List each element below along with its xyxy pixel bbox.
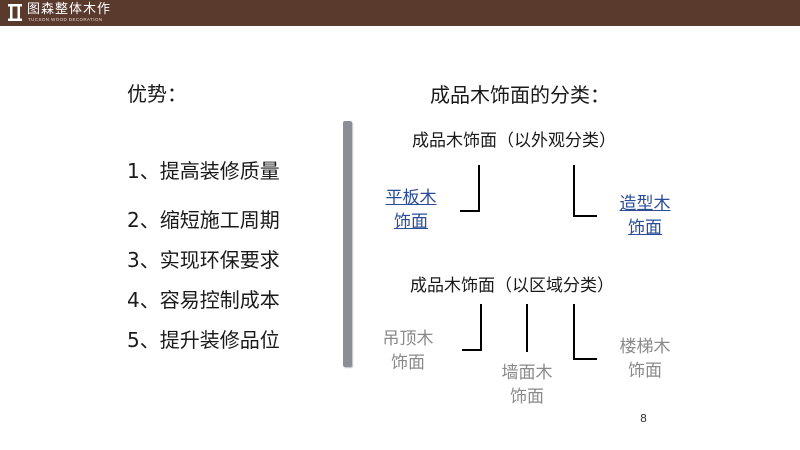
advantage-item: 3、实现环保要求 [127, 248, 280, 272]
page-number: 8 [640, 412, 647, 425]
advantage-item: 5、提升装修品位 [127, 328, 280, 352]
node-label-line: 饰面 [394, 212, 428, 232]
stair-wood-veneer: 楼梯木 饰面 [610, 335, 680, 383]
connector-line [526, 304, 528, 352]
advantage-item: 1、提高装修质量 [127, 159, 280, 183]
flat-wood-veneer-link[interactable]: 平板木 饰面 [376, 186, 446, 234]
area-classification-title: 成品木饰面（以区域分类） [410, 276, 614, 296]
node-label-line: 楼梯木 [619, 337, 671, 357]
brand-header: 图森整体木作 TUCSON WOOD DECORATION [0, 0, 800, 26]
connector-line [462, 304, 482, 351]
connector-line [460, 165, 480, 212]
ceiling-wood-veneer: 吊顶木 饰面 [373, 327, 443, 375]
advantage-item: 2、缩短施工周期 [127, 208, 280, 232]
classification-title: 成品木饰面的分类： [430, 83, 610, 107]
vertical-divider [343, 121, 352, 367]
node-label-line: 墙面木 [501, 363, 553, 383]
node-label-line: 饰面 [628, 361, 662, 381]
node-label-line: 平板木 [385, 188, 437, 208]
advantage-item: 4、容易控制成本 [127, 288, 280, 312]
wall-wood-veneer: 墙面木 饰面 [492, 361, 562, 409]
node-label-line: 造型木 [619, 194, 671, 214]
brand-subtitle: TUCSON WOOD DECORATION [28, 17, 103, 22]
shaped-wood-veneer-link[interactable]: 造型木 饰面 [610, 192, 680, 240]
advantages-title: 优势： [127, 82, 187, 106]
node-label-line: 吊顶木 [382, 329, 434, 349]
brand-name: 图森整体木作 [27, 2, 112, 17]
connector-line [573, 304, 597, 360]
node-label-line: 饰面 [510, 387, 544, 407]
brand-logo-icon [8, 4, 22, 21]
node-label-line: 饰面 [391, 353, 425, 373]
node-label-line: 饰面 [628, 218, 662, 238]
connector-line [573, 165, 597, 217]
appearance-classification-title: 成品木饰面（以外观分类） [412, 131, 616, 151]
